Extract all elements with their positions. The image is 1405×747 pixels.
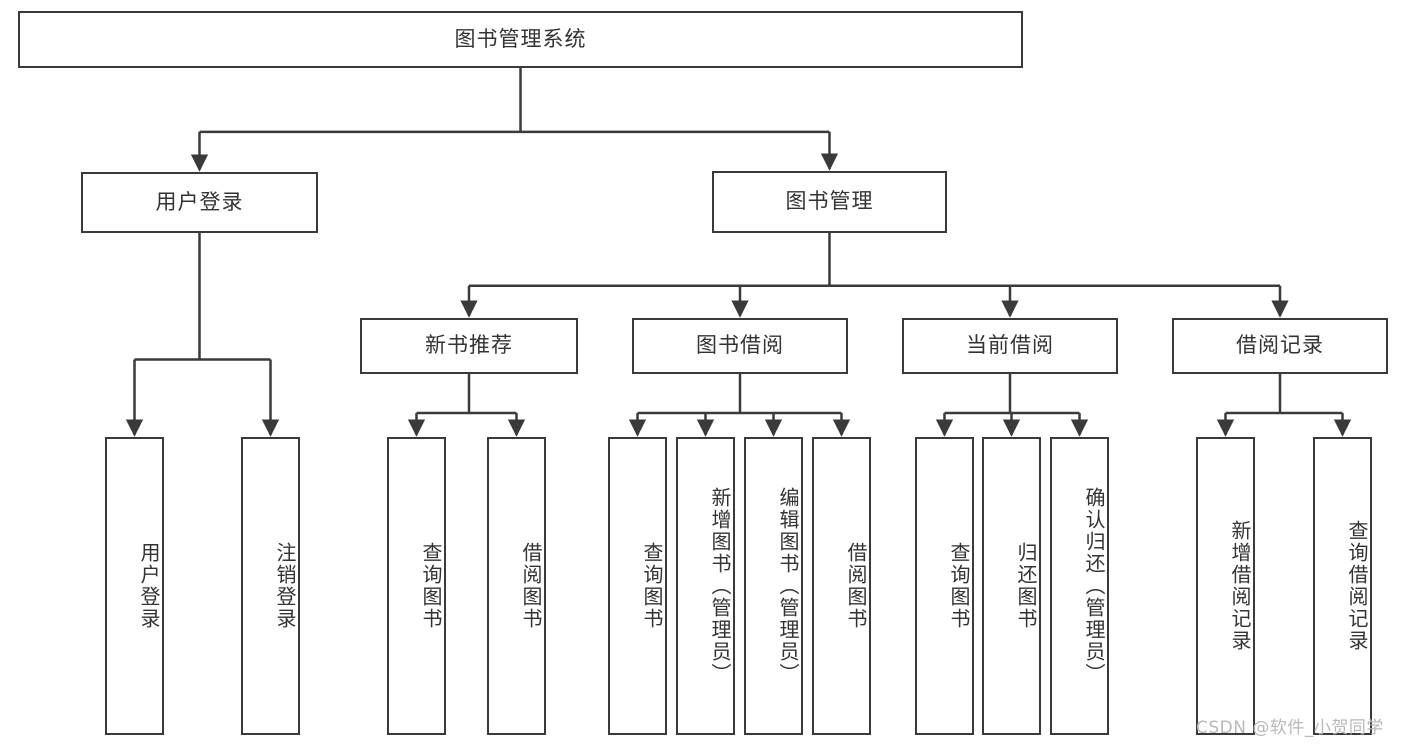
node-leaf-bl-query[interactable]: 查询借阅记录 [1313, 437, 1372, 735]
node-borrowlog[interactable]: 借阅记录 [1172, 318, 1388, 374]
node-label: 图书借阅 [696, 333, 784, 358]
node-login[interactable]: 用户登录 [81, 172, 318, 233]
node-label: 编辑图书（管理员） [776, 487, 800, 685]
node-label: 归还图书 [1014, 542, 1038, 630]
node-label: 查询借阅记录 [1345, 520, 1369, 652]
node-label: 新书推荐 [425, 333, 513, 358]
node-leaf-cb-query[interactable]: 查询图书 [915, 437, 974, 735]
node-leaf-nb-borrow[interactable]: 借阅图书 [487, 437, 546, 735]
node-borrowbook[interactable]: 图书借阅 [632, 318, 848, 374]
node-leaf-cb-confirm[interactable]: 确认归还（管理员） [1050, 437, 1109, 735]
node-label: 图书管理 [785, 189, 874, 214]
node-label: 借阅图书 [519, 542, 543, 630]
node-leaf-bb-edit[interactable]: 编辑图书（管理员） [744, 437, 803, 735]
node-currentborrow[interactable]: 当前借阅 [902, 318, 1118, 374]
node-leaf-bb-add[interactable]: 新增图书（管理员） [676, 437, 735, 735]
node-label: 用户登录 [155, 189, 244, 214]
node-root[interactable]: 图书管理系统 [18, 11, 1023, 68]
node-label: 借阅记录 [1236, 333, 1324, 358]
node-label: 用户登录 [137, 542, 161, 630]
node-label: 借阅图书 [844, 542, 868, 630]
node-leaf-bb-query[interactable]: 查询图书 [608, 437, 667, 735]
watermark-text: CSDN @软件_小贺同学 [1196, 718, 1384, 738]
node-label: 注销登录 [273, 542, 297, 630]
node-leaf-user-login[interactable]: 用户登录 [105, 437, 164, 735]
node-leaf-bl-add[interactable]: 新增借阅记录 [1196, 437, 1255, 735]
node-label: 新增借阅记录 [1228, 520, 1252, 652]
node-newbook[interactable]: 新书推荐 [360, 318, 578, 374]
node-leaf-cb-return[interactable]: 归还图书 [982, 437, 1041, 735]
node-leaf-bb-borrow[interactable]: 借阅图书 [812, 437, 871, 735]
node-label: 查询图书 [419, 542, 443, 630]
node-label: 当前借阅 [966, 333, 1054, 358]
node-leaf-nb-query[interactable]: 查询图书 [387, 437, 446, 735]
node-leaf-user-logout[interactable]: 注销登录 [241, 437, 300, 735]
node-label: 新增图书（管理员） [708, 487, 732, 685]
node-label: 查询图书 [640, 542, 664, 630]
node-label: 查询图书 [947, 542, 971, 630]
node-label: 图书管理系统 [454, 26, 587, 51]
node-bookmgmt[interactable]: 图书管理 [712, 171, 947, 233]
node-label: 确认归还（管理员） [1082, 487, 1106, 685]
